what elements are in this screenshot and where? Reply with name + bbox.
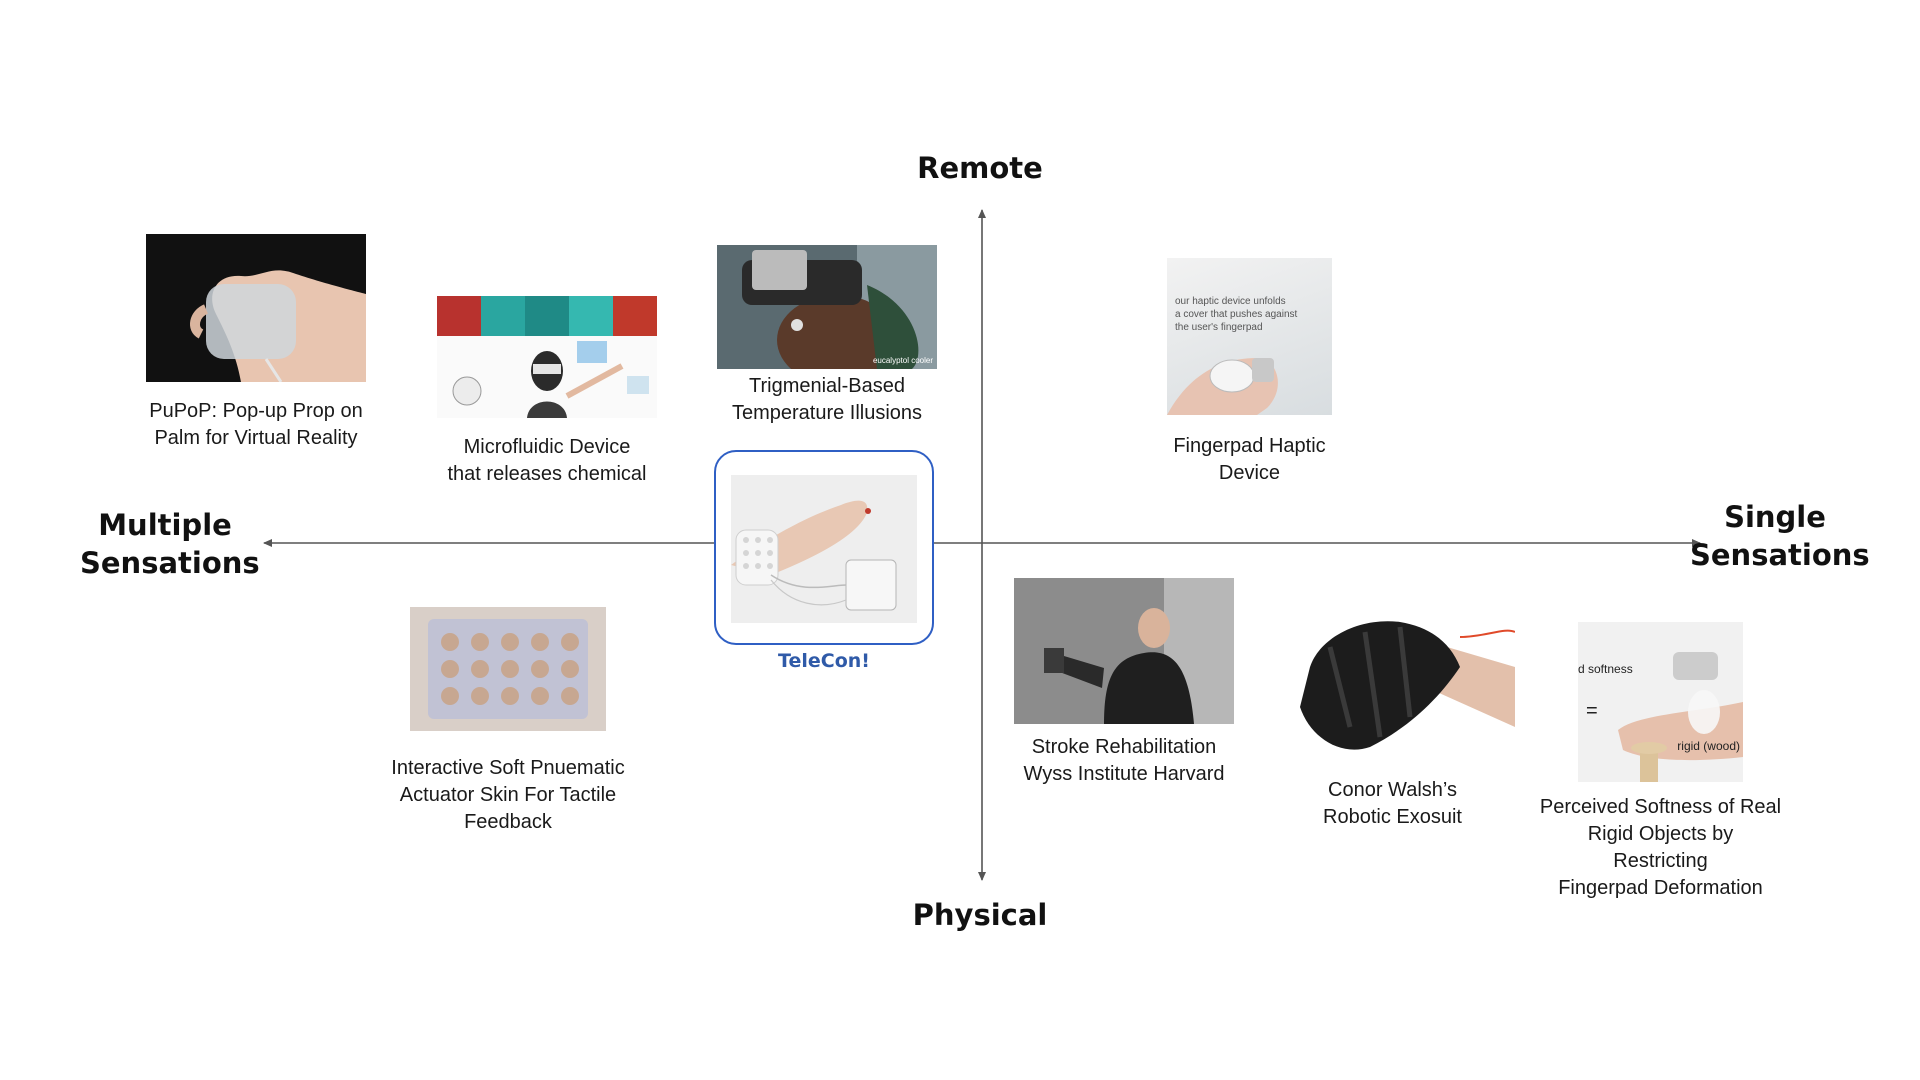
- axis-label-multiple-sensations: Multiple Sensations: [80, 508, 260, 580]
- softness-image-text-1: d softness: [1578, 662, 1633, 676]
- trigemenial-image-text: eucalyptol cooler: [872, 356, 933, 365]
- microfluidic-figure: [437, 296, 657, 418]
- exosuit-photo: [1270, 607, 1515, 763]
- item-trigemenial: eucalyptol cooler Trigmenial-Based Tempe…: [717, 245, 937, 435]
- softness-image-text-3: rigid (wood): [1677, 739, 1740, 753]
- telecon-label: TeleCon!: [778, 650, 870, 672]
- axis-label-single-sensations: Single Sensations: [1690, 500, 1870, 572]
- item-pupop: PuPoP: Pop-up Prop on Palm for Virtual R…: [146, 234, 366, 454]
- pupop-caption: PuPoP: Pop-up Prop on Palm for Virtual R…: [149, 400, 363, 449]
- axis-label-physical: Physical: [912, 898, 1048, 932]
- fingerpad-photo: our haptic device unfolds a cover that p…: [1167, 258, 1332, 415]
- softness-caption: Perceived Softness of Real Rigid Objects…: [1539, 796, 1782, 899]
- fingerpad-image-text-2: a cover that pushes against: [1175, 309, 1298, 320]
- pneumatic-photo: [410, 607, 606, 731]
- pneumatic-caption: Interactive Soft Pnuematic Actuator Skin…: [391, 757, 625, 833]
- trigemenial-photo: eucalyptol cooler: [717, 245, 937, 369]
- fingerpad-caption: Fingerpad Haptic Device: [1173, 435, 1326, 484]
- item-softness: d softness = rigid (wood) Perceived Soft…: [1540, 622, 1781, 899]
- item-fingerpad: our haptic device unfolds a cover that p…: [1167, 258, 1332, 488]
- fingerpad-image-text-3: the user's fingerpad: [1175, 322, 1263, 333]
- pupop-photo: [146, 234, 366, 382]
- telecon-photo: [731, 475, 917, 623]
- fingerpad-image-text-1: our haptic device unfolds: [1175, 296, 1286, 307]
- stroke-photo: [1014, 578, 1234, 724]
- microfluidic-caption: Microfluidic Device that releases chemic…: [447, 436, 647, 485]
- item-stroke: Stroke Rehabilitation Wyss Institute Har…: [1014, 578, 1234, 798]
- stroke-caption: Stroke Rehabilitation Wyss Institute Har…: [1023, 736, 1225, 785]
- softness-photo: d softness = rigid (wood): [1578, 622, 1743, 782]
- item-microfluidic: Microfluidic Device that releases chemic…: [437, 296, 657, 496]
- item-pneumatic: Interactive Soft Pnuematic Actuator Skin…: [391, 607, 625, 837]
- exosuit-caption: Conor Walsh’s Robotic Exosuit: [1323, 779, 1462, 828]
- axis-label-remote: Remote: [917, 151, 1043, 185]
- item-exosuit: Conor Walsh’s Robotic Exosuit: [1270, 607, 1515, 837]
- telecon-highlight-box: [714, 450, 934, 645]
- trigemenial-caption: Trigmenial-Based Temperature Illusions: [731, 375, 923, 424]
- softness-image-text-2: =: [1586, 700, 1598, 722]
